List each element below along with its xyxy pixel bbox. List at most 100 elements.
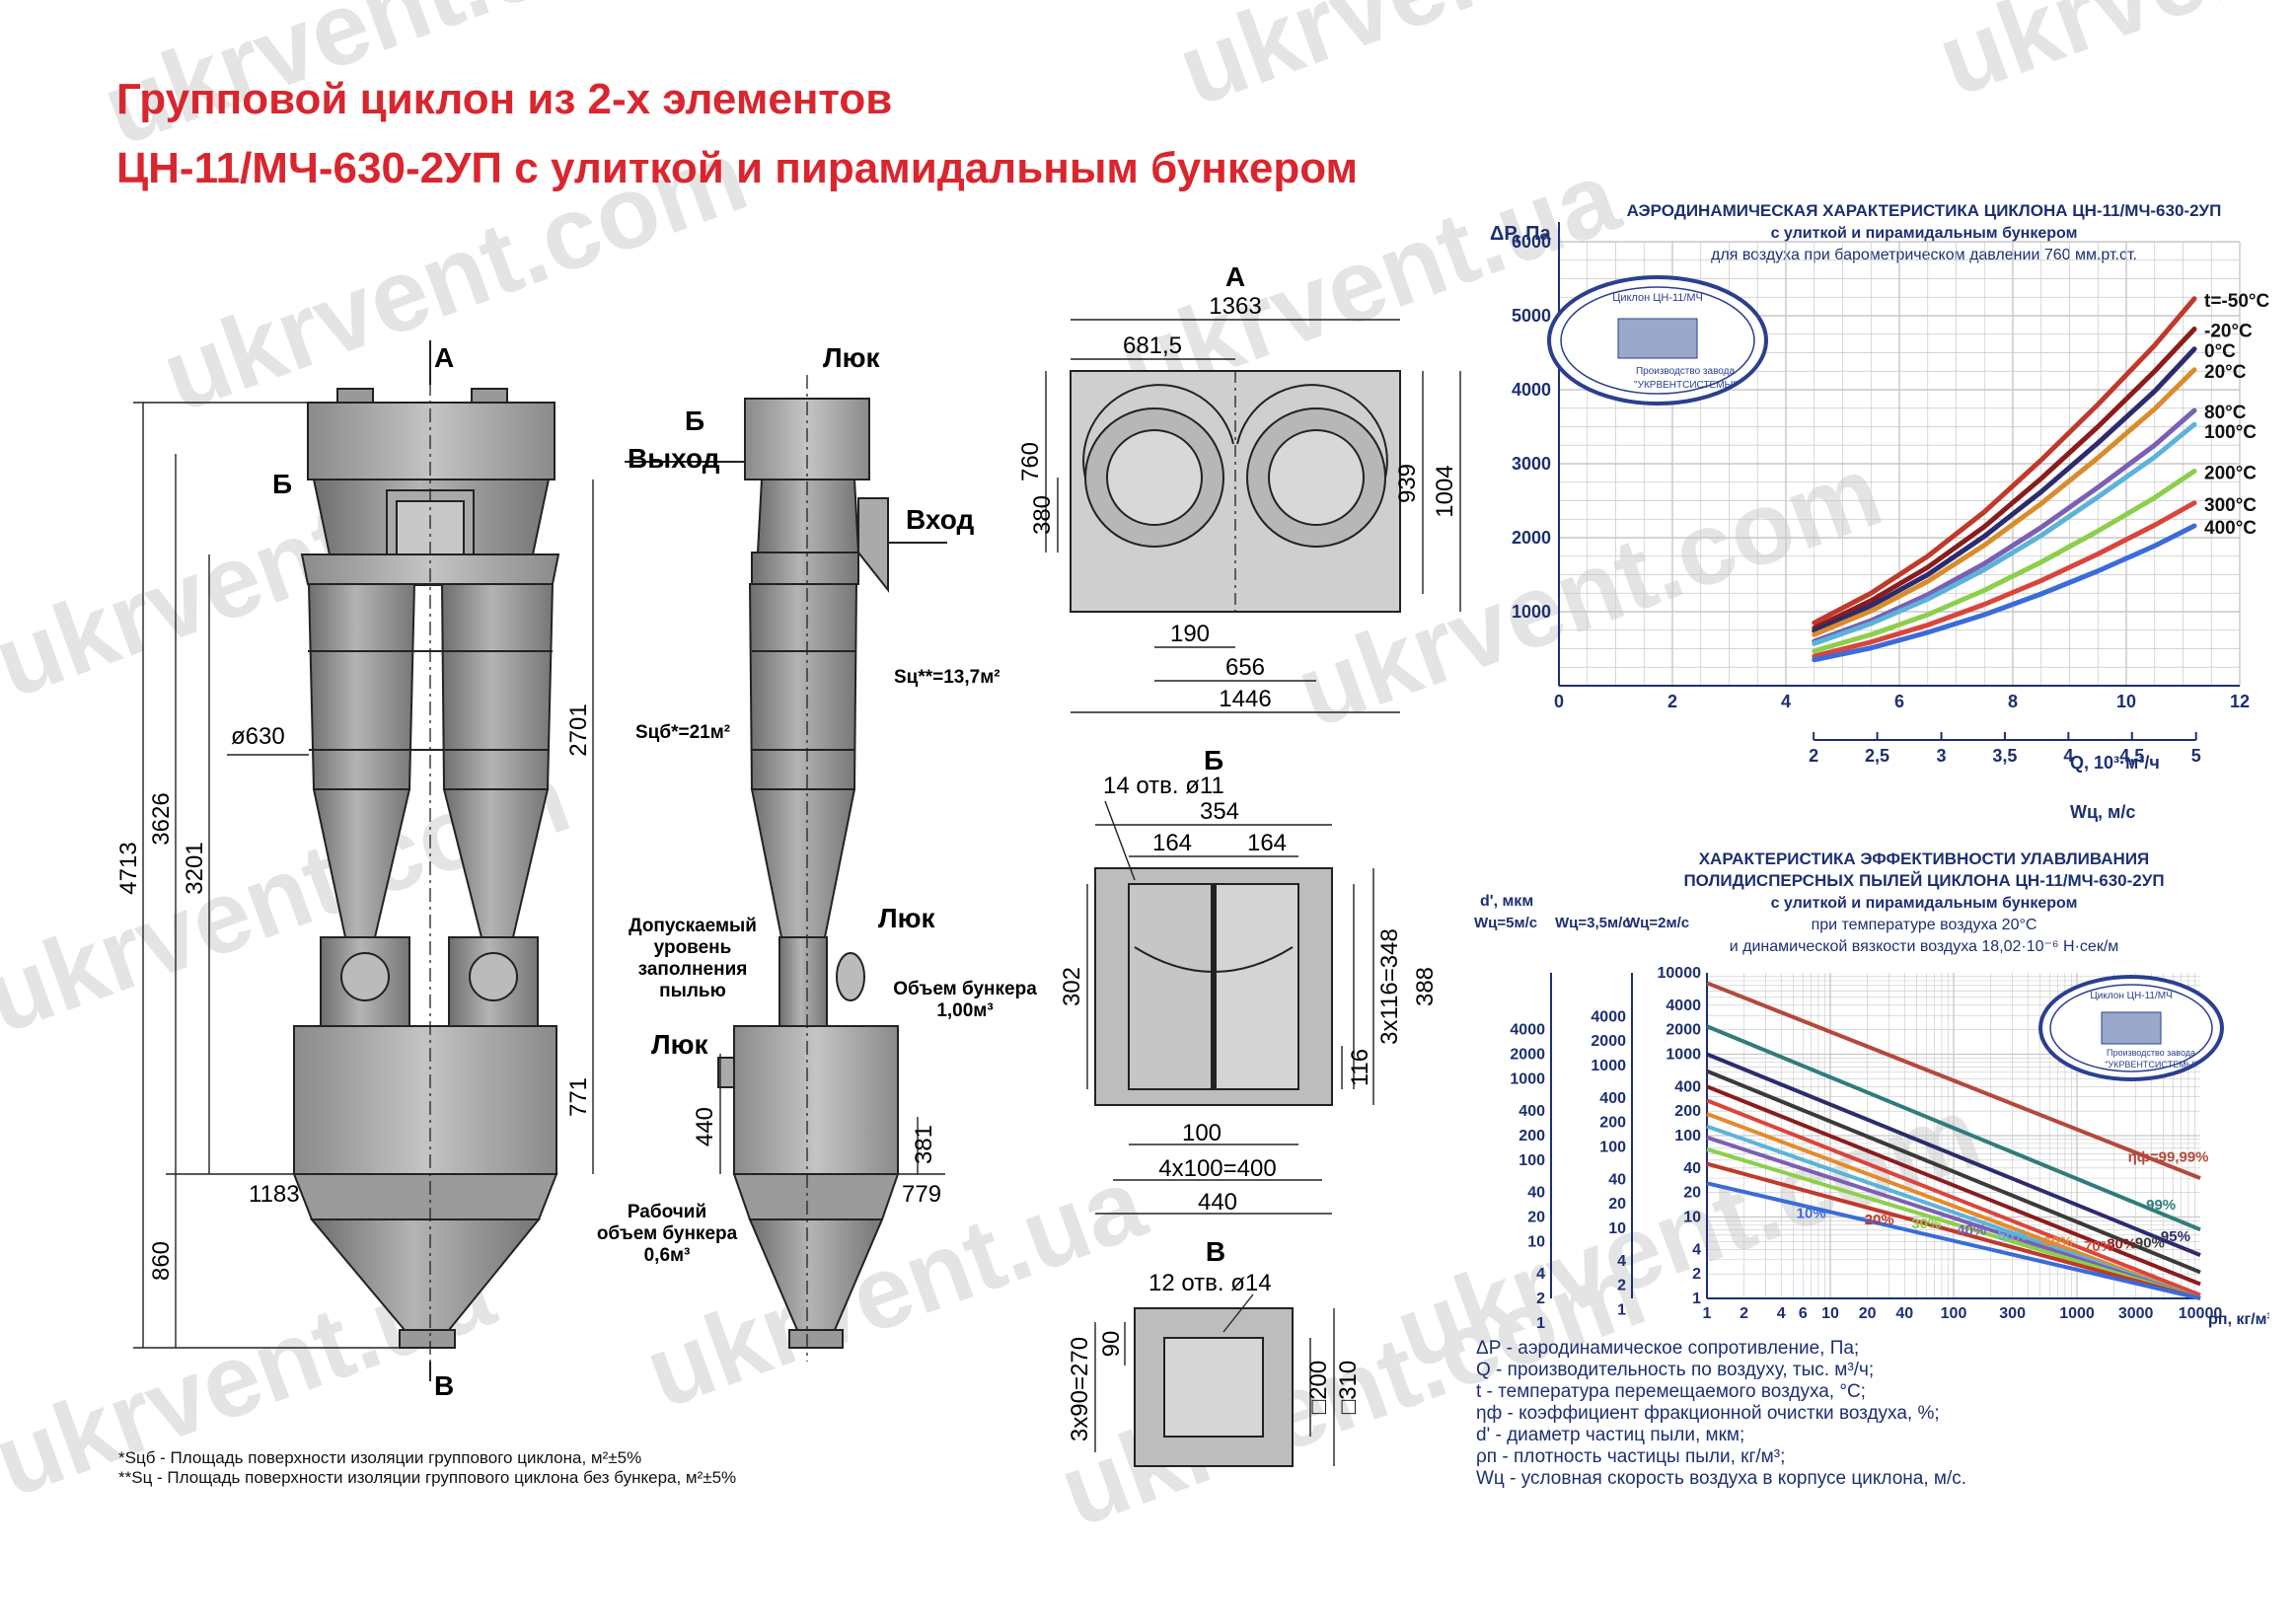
chart1-x2-tick: 4 [2063, 746, 2073, 766]
chart2-side-tick: 40 [1527, 1185, 1545, 1202]
watermark: ukrvent.ua [1924, 0, 2296, 120]
chart1-title: АЭРОДИНАМИЧЕСКАЯ ХАРАКТЕРИСТИКА ЦИКЛОНА … [1627, 201, 2222, 220]
chart2-side-tick: 100 [1599, 1140, 1626, 1156]
chart2-side-tick: 200 [1599, 1115, 1626, 1132]
chart2-x-tick: 4 [1777, 1305, 1786, 1322]
dim-656: 656 [1225, 654, 1265, 681]
view-v-label: В [1206, 1236, 1225, 1267]
chart2-y-tick: 20 [1683, 1185, 1701, 1202]
chart1-stamp-line-3: "УКРВЕНТСИСТЕМЫ" [1634, 380, 1737, 391]
chart2-side-tick: 20 [1527, 1209, 1545, 1225]
chart1-x2-tick: 2,5 [1865, 746, 1889, 766]
chart2-subtitle-2: с улиткой и пирамидальным бункером [1771, 895, 2078, 912]
dim-190: 190 [1170, 621, 1210, 647]
dim-310: □310 [1335, 1361, 1362, 1415]
dim-3626: 3626 [148, 792, 175, 845]
view-b [1094, 867, 1333, 1106]
chart1-subtitle-2: для воздуха при барометрическом давлении… [1711, 247, 2137, 263]
chart1-y-tick: 5000 [1512, 306, 1551, 326]
chart1-xlabel: Q, 10³·м³/ч [2070, 753, 2160, 773]
area-s-label: Sц**=13,7м² [894, 667, 1000, 688]
chart2-x-tick: 6 [1799, 1305, 1808, 1322]
aerodynamic-chart: АЭРОДИНАМИЧЕСКАЯ ХАРАКТЕРИСТИКА ЦИКЛОНА … [1490, 201, 2269, 822]
chart2-side-tick: 10 [1527, 1233, 1545, 1250]
chart2-side-tick: 2000 [1510, 1046, 1545, 1063]
chart-legend-text: ΔР - аэродинамическое сопротивление, Па;… [1476, 1338, 2256, 1490]
chart2-side-tick: 400 [1599, 1090, 1626, 1107]
chart1-series-label: 80°C [2204, 403, 2247, 423]
chart1-series-label: 400°C [2204, 518, 2257, 539]
chart1-ylabel: ΔР, Па [1490, 223, 1551, 245]
chart2-x-tick: 2 [1740, 1305, 1748, 1322]
chart2-series-line [1706, 1098, 2201, 1297]
chart1-series-label: 0°C [2204, 341, 2236, 362]
chart1-series-line [1812, 500, 2197, 659]
view-b-dimensions [1086, 800, 1374, 1215]
chart2-series-label: 90% [2135, 1235, 2165, 1252]
chart2-y-tick: 1000 [1666, 1047, 1701, 1064]
chart2-series-line [1706, 1052, 2201, 1258]
chart1-series [1812, 296, 2197, 663]
working-volume-2: объем бункера [597, 1223, 738, 1244]
chart2-side-tick: 4000 [1591, 1008, 1626, 1025]
chart2-side-tick: 40 [1608, 1171, 1626, 1188]
chart2-stamp-line-2: Производство завода [2107, 1048, 2195, 1058]
chart1-series-label: 20°C [2204, 362, 2247, 383]
chart2-series-line [1706, 1024, 2201, 1232]
front-view-mark-v: В [434, 1370, 454, 1401]
hopper-volume-2: 1,00м³ [936, 1000, 993, 1021]
front-view-mark-a: А [434, 342, 454, 373]
legend-line-3: t - температура перемещаемого воздуха, °… [1476, 1381, 1866, 1402]
chart2-x-tick: 300 [1999, 1305, 2026, 1322]
chart2-y-tick: 400 [1674, 1078, 1701, 1095]
chart1-x2-tick: 5 [2191, 746, 2201, 766]
chart2-side-tick: 4 [1536, 1266, 1545, 1283]
dim-1004: 1004 [1432, 465, 1458, 517]
chart2-stamp-line-1: Циклон ЦН-11/МЧ [2090, 991, 2172, 1001]
chart2-side-tick: 400 [1518, 1103, 1545, 1120]
side-hatch-top-label: Люк [823, 342, 881, 373]
chart2-series-label: 99% [2146, 1197, 2176, 1214]
chart1-stamp-line-1: Циклон ЦН-11/МЧ [1612, 292, 1703, 304]
inlet-label: Вход [906, 504, 974, 535]
chart1-stamp: Циклон ЦН-11/МЧ Производство завода "УКР… [1547, 275, 1768, 406]
note-1: *Sцб - Площадь поверхности изоляции груп… [118, 1448, 642, 1467]
chart1-x-tick: 0 [1554, 692, 1564, 711]
chart2-x-tick: 1000 [2059, 1305, 2095, 1322]
dim-381: 381 [911, 1125, 937, 1164]
chart1-series-line [1812, 327, 2197, 630]
chart2-title: ХАРАКТЕРИСТИКА ЭФФЕКТИВНОСТИ УЛАВЛИВАНИЯ [1699, 849, 2150, 868]
dim-90: 90 [1098, 1331, 1125, 1358]
notes: *Sцб - Площадь поверхности изоляции груп… [118, 1448, 736, 1488]
chart1-series-label: 200°C [2204, 464, 2257, 484]
chart2-subtitle-3: при температуре воздуха 20°С [1812, 917, 2037, 933]
dim-1363: 1363 [1209, 293, 1261, 320]
chart1-series-line [1812, 296, 2197, 626]
chart2-side-tick: 1 [1617, 1302, 1626, 1319]
dim-440-side: 440 [692, 1107, 718, 1146]
chart2-y-tick: 2000 [1666, 1022, 1701, 1039]
chart2-series-label: 95% [2161, 1228, 2190, 1245]
chart2-series [1706, 981, 2201, 1300]
chart1-y-tick: 4000 [1512, 380, 1551, 400]
dim-4713: 4713 [115, 842, 142, 894]
chart1-x2-tick: 2 [1809, 746, 1818, 766]
chart1-series-line [1812, 523, 2197, 663]
chart2-y-tick: 4 [1692, 1241, 1701, 1258]
chart2-x-tick: 40 [1895, 1305, 1913, 1322]
side-view [717, 375, 900, 1362]
permitted-level-2: уровень [654, 937, 732, 958]
chart2-side-tick: 2 [1617, 1278, 1626, 1294]
chart1-x-tick: 2 [1667, 692, 1677, 711]
chart2-side-tick: 1000 [1510, 1070, 1545, 1087]
chart2-series-line [1706, 981, 2201, 1180]
chart1-series-label: 300°C [2204, 495, 2257, 516]
dim-1183: 1183 [249, 1181, 300, 1208]
dim-164-right: 164 [1247, 830, 1287, 856]
dim-116: 116 [1347, 1049, 1373, 1086]
chart1-series-line [1812, 407, 2197, 644]
chart2-side-tick: 10 [1608, 1220, 1626, 1237]
chart2-series-label: 40% [1957, 1222, 1986, 1239]
